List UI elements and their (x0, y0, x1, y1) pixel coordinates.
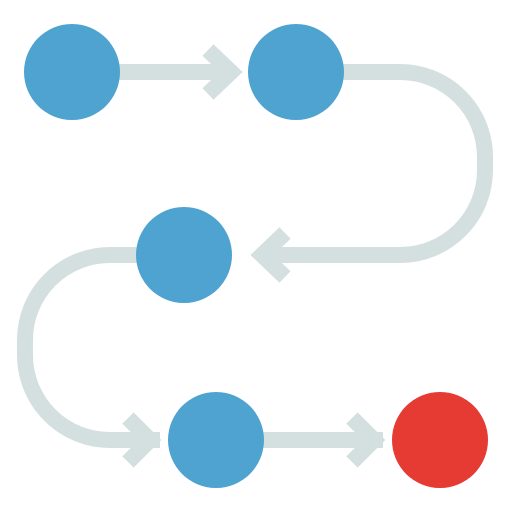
arrow-head-icon (202, 44, 243, 100)
flow-node-step-3 (136, 207, 232, 303)
arrow-head-icon (122, 412, 162, 468)
arrow-head-icon (346, 412, 386, 468)
flow-node-step-2 (248, 24, 344, 120)
nodes (24, 24, 488, 488)
connector-step-2-to-step-3 (262, 64, 493, 263)
arrow-head-icon (250, 227, 291, 283)
flow-node-step-1 (24, 24, 120, 120)
flow-node-step-4 (168, 392, 264, 488)
connector-step-3-to-step-4 (17, 247, 160, 448)
connectors (17, 44, 493, 468)
flow-node-step-5-final (392, 392, 488, 488)
